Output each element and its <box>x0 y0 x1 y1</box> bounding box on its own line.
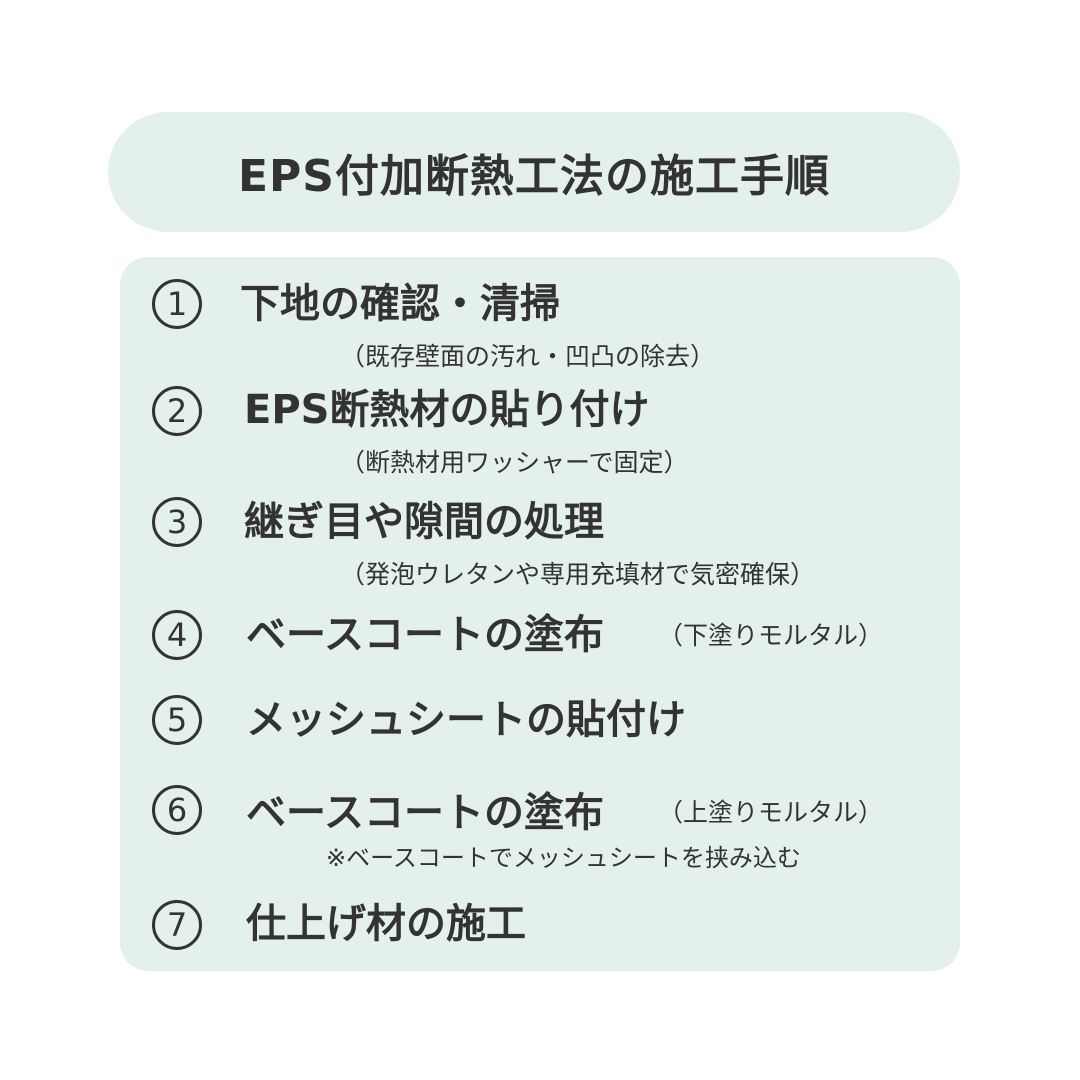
step-label-3: 継ぎ目や隙間の処理 <box>244 499 604 545</box>
step-number-7: 7 <box>152 900 202 950</box>
step-number-2: 2 <box>152 386 202 436</box>
step-number-3: 3 <box>152 497 202 547</box>
step-label-4: ベースコートの塗布 <box>246 612 604 658</box>
title-banner: EPS付加断熱工法の施工手順 <box>108 112 960 232</box>
step-sub-1: （既存壁面の汚れ・凹凸の除去） <box>340 342 716 371</box>
step-sub-2: （断熱材用ワッシャーで固定） <box>340 448 689 477</box>
page-title: EPS付加断熱工法の施工手順 <box>238 151 830 202</box>
step-number-1: 1 <box>152 279 202 329</box>
step-label-2: EPS断熱材の貼り付け <box>244 387 650 433</box>
step-label-5: メッシュシートの貼付け <box>246 697 686 743</box>
step-number-4: 4 <box>152 610 202 660</box>
step-number-6: 6 <box>152 785 202 835</box>
step-sub-3: （発泡ウレタンや専用充填材で気密確保） <box>340 560 816 589</box>
steps-panel <box>120 257 960 971</box>
step-label-6: ベースコートの塗布 <box>246 790 604 836</box>
step-sub-6: （上塗りモルタル） <box>658 798 884 827</box>
step-number-5: 5 <box>152 695 202 745</box>
step-note-6: ※ベースコートでメッシュシートを挟み込む <box>326 844 801 872</box>
step-label-1: 下地の確認・清掃 <box>240 281 560 327</box>
step-sub-4: （下塗りモルタル） <box>658 621 884 650</box>
step-label-7: 仕上げ材の施工 <box>246 901 526 947</box>
